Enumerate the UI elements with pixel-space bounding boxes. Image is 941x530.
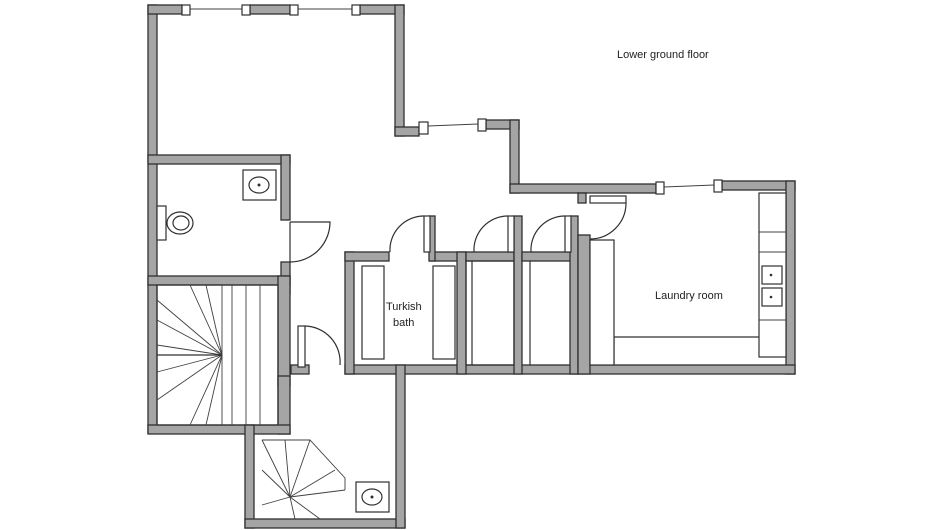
doors <box>289 195 627 368</box>
wall-bath-right <box>456 251 467 375</box>
wall-laundry-left-top <box>577 192 587 204</box>
staircase-main <box>156 284 279 426</box>
room-label-laundry: Laundry room <box>655 290 723 302</box>
wall-stair-bottom <box>147 424 291 435</box>
wall-step-down <box>509 119 520 194</box>
wall-top-left <box>147 4 183 15</box>
cabin-1-inner <box>465 260 515 366</box>
wall-step-1 <box>394 126 420 137</box>
wall-small-bottom <box>244 518 406 529</box>
room-label-turkish-bath-line2: bath <box>393 317 414 329</box>
wall-cabin-1-top <box>465 251 515 262</box>
wall-small-right <box>395 364 406 529</box>
wall-bath-left <box>344 251 355 375</box>
wall-small-left <box>244 424 255 529</box>
windows <box>181 4 723 195</box>
wall-top-mid <box>249 4 291 15</box>
bench-left <box>361 265 385 360</box>
wall-left-upper <box>147 4 158 434</box>
wall-cabin-divider-1 <box>513 215 523 375</box>
wall-wc-right <box>280 154 291 221</box>
wall-wc-bottom <box>147 275 291 286</box>
wall-laundry-left <box>577 234 591 375</box>
wall-bath-top-left <box>344 251 390 262</box>
toilet-icon <box>156 205 167 241</box>
wall-laundry-top <box>721 180 796 191</box>
fixtures <box>156 169 787 513</box>
wall-step-3 <box>509 183 657 194</box>
wall-stair-right <box>277 275 291 387</box>
wall-upper-right <box>394 4 405 137</box>
wall-wc-top <box>147 154 291 165</box>
floor-title: Lower ground floor <box>617 49 709 61</box>
room-label-turkish-bath-line1: Turkish <box>386 301 422 313</box>
staircase-spiral <box>261 439 346 520</box>
bench-right <box>432 265 456 360</box>
wall-laundry-right <box>785 180 796 375</box>
walls <box>147 4 796 529</box>
